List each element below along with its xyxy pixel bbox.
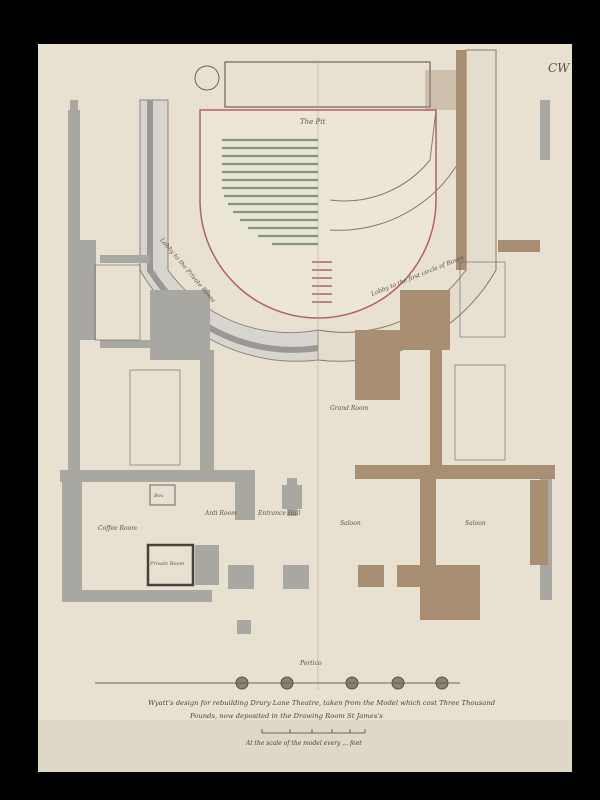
label-grand-room: Grand Room [330,405,369,412]
caption-line-2: Pounds, now deposited in the Drawing Roo… [190,712,383,720]
label-portico: Portico [299,660,322,667]
right-box-tiers [329,109,437,202]
left-walls [60,100,552,634]
caption-line-1: Wyatt's design for rebuilding Drury Lane… [148,699,496,707]
staircase-circle [194,65,220,91]
scale-note: At the scale of the model every ... feet [246,740,362,747]
box-room [149,484,176,506]
label-saloon-right: Saloon [465,520,486,527]
label-anti-room: Anti Room [204,510,237,517]
paper-bottom-tint [38,720,572,772]
label-coffee-room: Coffee Room [98,525,137,532]
label-saloon-left: Saloon [340,520,361,527]
private-room [146,543,195,587]
right-tier-line [329,159,461,231]
stage-right-room [425,70,457,110]
corner-mark: CW [548,61,571,75]
pit-entrance-steps [312,261,332,303]
label-box: Box [153,493,164,499]
scale-bar [261,729,366,734]
stage-outline [224,61,431,108]
label-private-room: Private Room [149,561,185,567]
label-pit: The Pit [300,118,325,126]
staircases [94,261,506,466]
left-box-wall [147,100,319,353]
right-walls [355,50,555,620]
label-entrance-hall: Entrance Hall [257,510,301,517]
pit-benches [222,138,318,246]
